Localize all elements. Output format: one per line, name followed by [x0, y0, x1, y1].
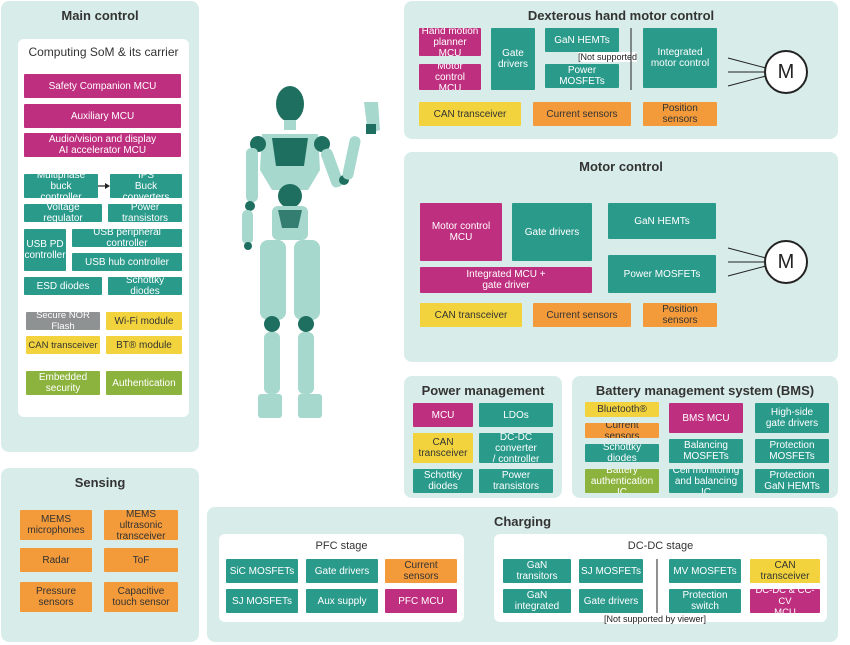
power-can-block: CAN transceiver	[413, 433, 473, 463]
sj-mosfets-dcdc-block: SJ MOSFETs	[579, 559, 643, 583]
motor-control-title: Motor control	[579, 159, 663, 174]
hand-planner-mcu-block: Hand motion planner MCU	[419, 28, 481, 56]
power-schottky-block: Schottky diodes	[413, 469, 473, 493]
hand-position-sensors-block: Position sensors	[643, 102, 717, 126]
pfc-mcu-block: PFC MCU	[385, 589, 457, 613]
motor-position-sensors-block: Position sensors	[643, 303, 717, 327]
protection-mosfets-block: Protection MOSFETs	[755, 439, 829, 463]
mems-microphones-block: MEMS microphones	[20, 510, 92, 540]
capacitive-touch-block: Capacitive touch sensor	[104, 582, 178, 612]
hand-can-block: CAN transceiver	[419, 102, 521, 126]
ips-buck-block: IPS Buck converters	[110, 174, 182, 198]
sensing-title: Sensing	[74, 475, 126, 490]
motor-wires	[727, 247, 767, 277]
can-transceiver-main-block: CAN transceiver	[26, 336, 100, 354]
hand-motor-icon: M	[764, 50, 808, 94]
motor-can-block: CAN transceiver	[420, 303, 522, 327]
bms-schottky-block: Schottky diodes	[585, 444, 659, 462]
power-mcu-block: MCU	[413, 403, 473, 427]
hand-motor-title: Dexterous hand motor control	[527, 8, 715, 23]
charging-title: Charging	[493, 514, 552, 529]
hand-gan-block: GaN HEMTs	[545, 28, 619, 52]
motor-gate-drivers-block: Gate drivers	[512, 203, 592, 261]
hand-divider	[630, 28, 632, 90]
multiphase-buck-block: Multiphase buck controller	[24, 174, 98, 198]
pfc-current-sensors-block: Current sensors	[385, 559, 457, 583]
sic-mosfets-block: SiC MOSFETs	[226, 559, 298, 583]
ldos-block: LDOs	[479, 403, 553, 427]
bms-current-sensors-block: Current sensors	[585, 423, 659, 438]
gan-integrated-block: GaN integrated	[503, 589, 571, 613]
bms-bluetooth-block: Bluetooth®	[585, 402, 659, 417]
bt-module-block: BT® module	[106, 336, 182, 354]
wifi-module-block: Wi-Fi module	[106, 312, 182, 330]
pfc-stage-title: PFC stage	[315, 540, 368, 552]
esd-diodes-block: ESD diodes	[24, 277, 102, 295]
embedded-security-block: Embedded security	[26, 371, 100, 395]
battery-authentication-block: Battery authentication IC	[585, 469, 659, 493]
cell-monitoring-block: Cell monitoring and balancing IC	[669, 469, 743, 493]
av-ai-mcu-block: Audio/vision and display AI accelerator …	[24, 133, 181, 157]
schottky-diodes-block: Schottky diodes	[108, 277, 182, 295]
power-management-title: Power management	[421, 383, 545, 398]
voltage-regulator-block: Voltage regulator	[24, 204, 102, 222]
bms-title: Battery management system (BMS)	[595, 383, 815, 398]
mv-mosfets-block: MV MOSFETs	[669, 559, 741, 583]
pfc-gate-drivers-block: Gate drivers	[306, 559, 378, 583]
aux-supply-block: Aux supply	[306, 589, 378, 613]
hand-integrated-motor-block: Integrated motor control	[643, 28, 717, 88]
dcdc-gate-drivers-block: Gate drivers	[579, 589, 643, 613]
hand-mosfets-block: Power MOSFETs	[545, 64, 619, 88]
power-transistors-pm-block: Power transistors	[479, 469, 553, 493]
som-title: Computing SoM & its carrier	[28, 45, 179, 59]
protection-switch-block: Protection switch	[669, 589, 741, 613]
motor-gan-block: GaN HEMTs	[608, 203, 716, 239]
safety-mcu-block: Safety Companion MCU	[24, 74, 181, 98]
balancing-mosfets-block: Balancing MOSFETs	[669, 439, 743, 463]
dcdc-stage-title: DC-DC stage	[627, 540, 694, 552]
charging-can-block: CAN transceiver	[750, 559, 820, 583]
dcdc-converter-block: DC-DC converter / controller	[479, 433, 553, 463]
mems-ultrasonic-block: MEMS ultrasonic transceiver	[104, 510, 178, 540]
usb-peripheral-block: USB peripheral controller	[72, 229, 182, 247]
charging-not-supported-note: [Not supported by viewer]	[604, 614, 707, 624]
hand-current-sensors-block: Current sensors	[533, 102, 631, 126]
humanoid-robot-illustration	[242, 86, 380, 418]
dcdc-cccv-mcu-block: DC-DC & CC-CV MCU	[750, 589, 820, 613]
bms-mcu-block: BMS MCU	[669, 403, 743, 433]
hand-gate-drivers-block: Gate drivers	[491, 28, 535, 90]
protection-gan-block: Protection GaN HEMTs	[755, 469, 829, 493]
radar-block: Radar	[20, 548, 92, 572]
hand-not-supported-note: [Not supported	[578, 52, 638, 62]
aux-mcu-block: Auxiliary MCU	[24, 104, 181, 128]
authentication-block: Authentication	[106, 371, 182, 395]
secure-nor-flash-block: Secure NOR Flash	[26, 312, 100, 330]
sj-mosfets-pfc-block: SJ MOSFETs	[226, 589, 298, 613]
main-control-title: Main control	[61, 8, 139, 23]
usb-pd-block: USB PD controller	[24, 229, 66, 271]
hand-motor-wires	[727, 57, 767, 87]
pressure-sensors-block: Pressure sensors	[20, 582, 92, 612]
motor-mcu-block: Motor control MCU	[420, 203, 502, 261]
buck-arrow	[98, 183, 110, 189]
hand-motor-mcu-block: Motor control MCU	[419, 64, 481, 90]
integrated-mcu-gate-driver-block: Integrated MCU + gate driver	[420, 267, 592, 293]
usb-hub-block: USB hub controller	[72, 253, 182, 271]
gan-transistors-block: GaN transitors	[503, 559, 571, 583]
motor-icon: M	[764, 240, 808, 284]
som-container: Computing SoM & its carrier	[18, 39, 189, 417]
motor-mosfets-block: Power MOSFETs	[608, 255, 716, 293]
power-transistors-block: Power transistors	[108, 204, 182, 222]
tof-block: ToF	[104, 548, 178, 572]
motor-current-sensors-block: Current sensors	[533, 303, 631, 327]
dcdc-divider	[656, 559, 658, 613]
high-side-gate-drivers-block: High-side gate drivers	[755, 403, 829, 433]
